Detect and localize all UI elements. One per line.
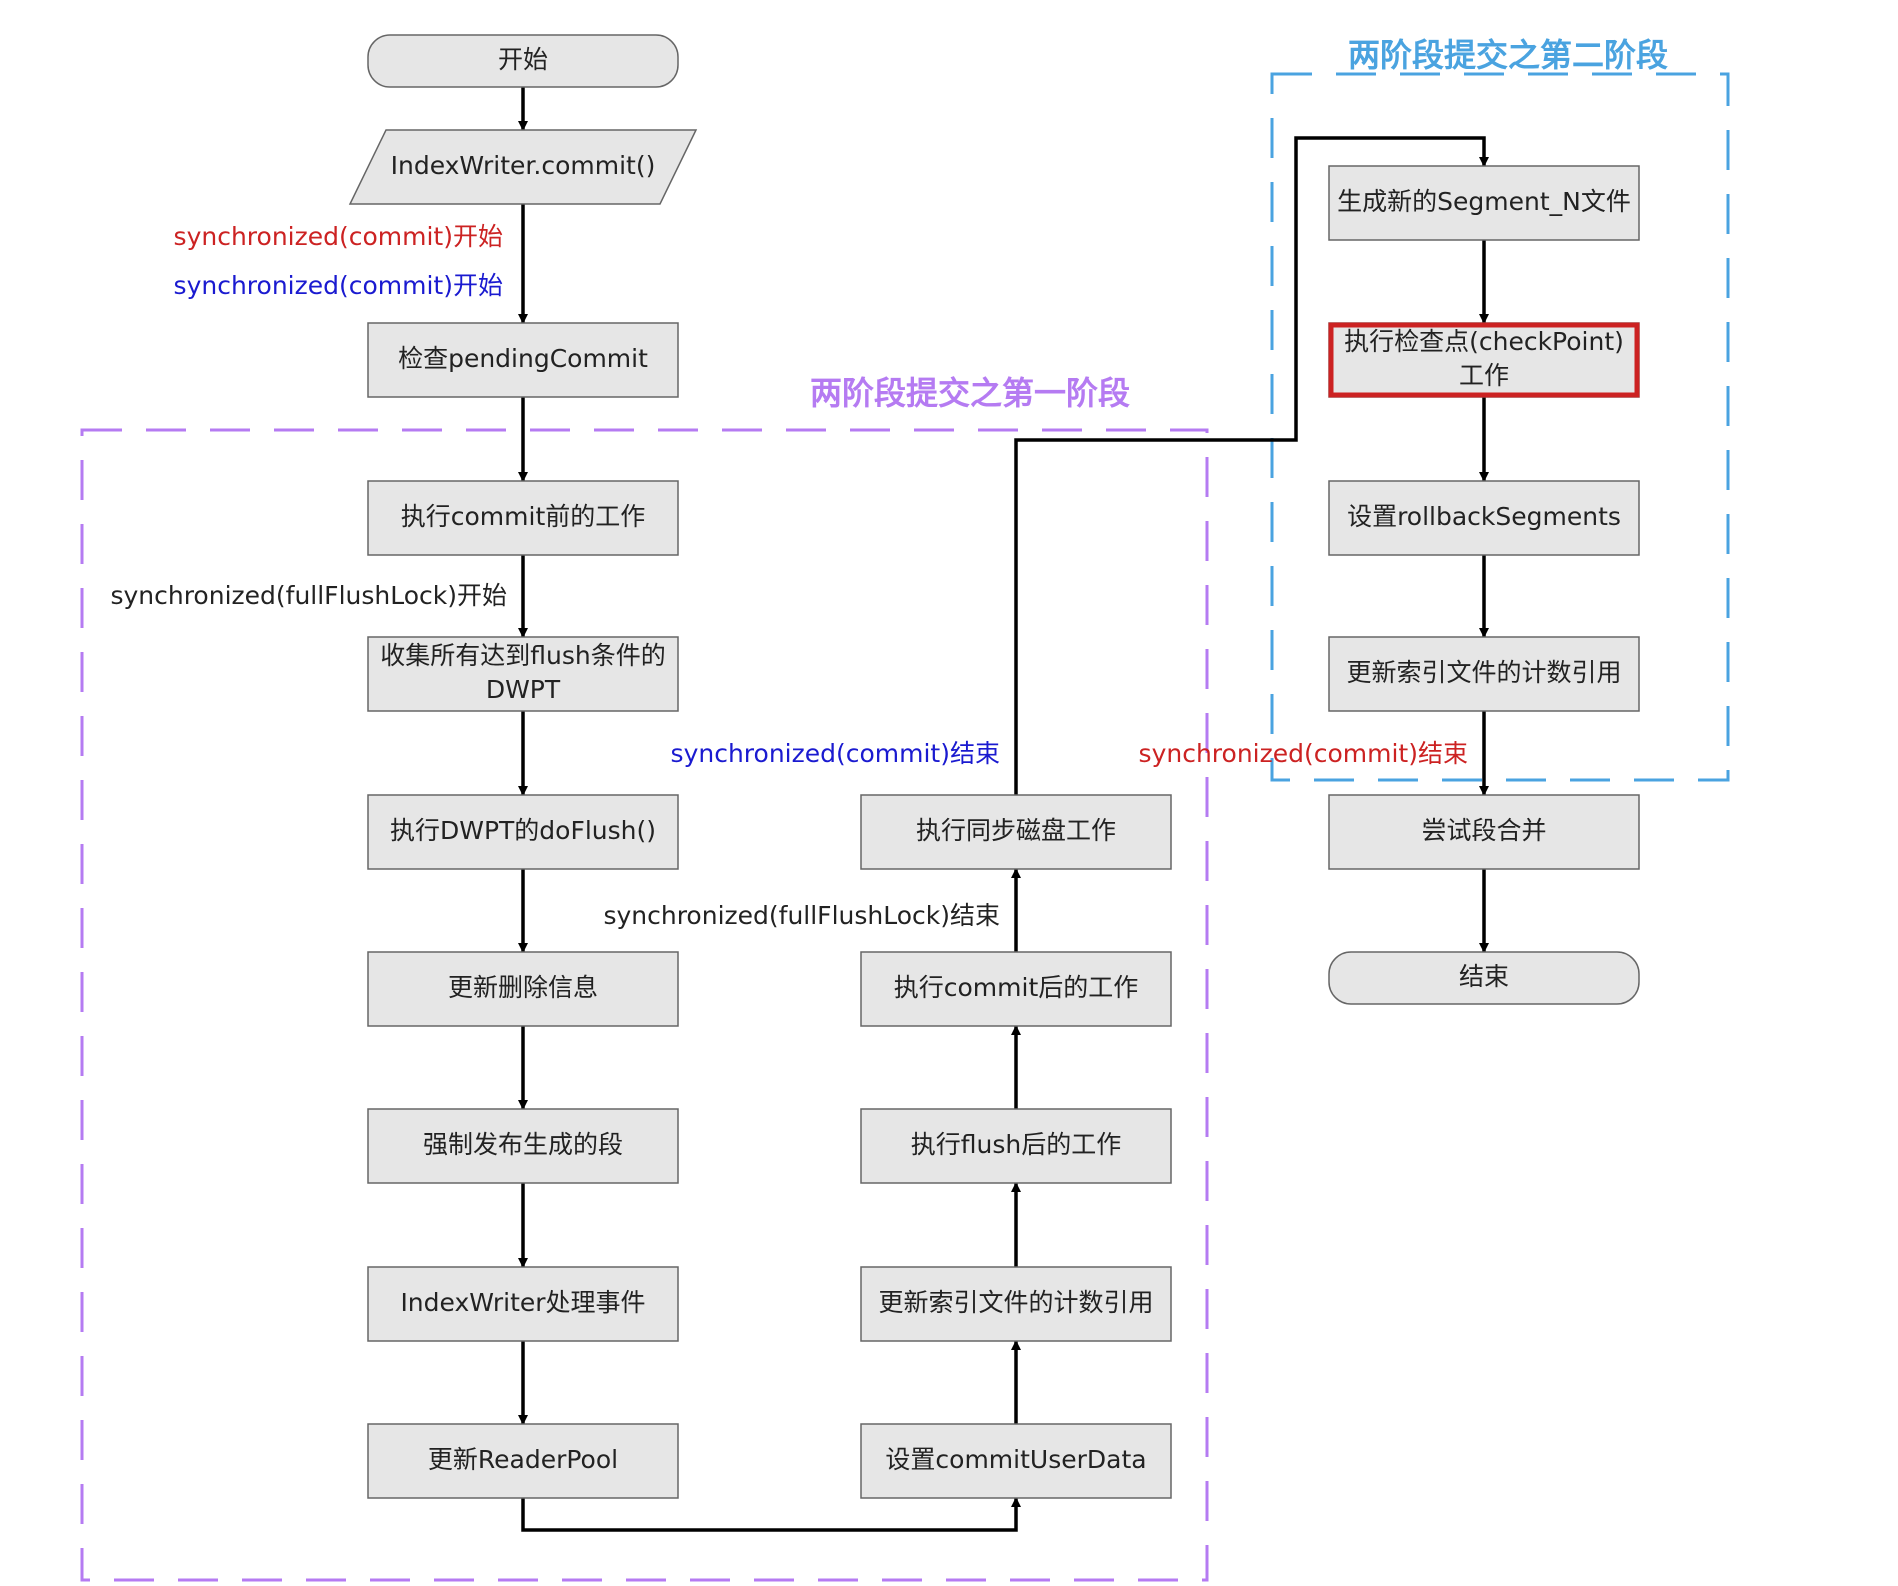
- node-shape-post-commit: [860, 951, 1172, 1027]
- node-do-flush: 执行DWPT的doFlush(): [367, 794, 679, 870]
- node-update-deletes: 更新删除信息: [367, 951, 679, 1027]
- node-label-update-refcount-1: 更新索引文件的计数引用: [878, 1288, 1153, 1317]
- node-label-try-merge: 尝试段合并: [1421, 816, 1546, 845]
- node-set-rollback: 设置rollbackSegments: [1328, 480, 1640, 556]
- node-label-post-commit: 执行commit后的工作: [894, 973, 1139, 1002]
- node-label-sync-disk: 执行同步磁盘工作: [916, 816, 1116, 845]
- node-set-userdata: 设置commitUserData: [860, 1423, 1172, 1499]
- node-publish-segments: 强制发布生成的段: [367, 1108, 679, 1184]
- node-checkpoint: 执行检查点(checkPoint)工作: [1328, 322, 1640, 398]
- node-shape-post-flush: [860, 1108, 1172, 1184]
- node-shape-gen-segment-n: [1328, 165, 1640, 241]
- node-shape-start: [367, 34, 679, 88]
- node-label-publish-segments: 强制发布生成的段: [423, 1130, 623, 1159]
- node-shape-do-flush: [367, 794, 679, 870]
- node-label-pre-commit: 执行commit前的工作: [401, 502, 646, 531]
- node-shape-publish-segments: [367, 1108, 679, 1184]
- node-pre-commit: 执行commit前的工作: [367, 480, 679, 556]
- node-label-do-flush: 执行DWPT的doFlush(): [390, 816, 656, 845]
- node-shape-process-events: [367, 1266, 679, 1342]
- node-update-refcount-1: 更新索引文件的计数引用: [860, 1266, 1172, 1342]
- node-update-readerpool: 更新ReaderPool: [367, 1423, 679, 1499]
- node-shape-set-userdata: [860, 1423, 1172, 1499]
- node-shape-sync-disk: [860, 794, 1172, 870]
- annotation-sync-commit-start-red: synchronized(commit)开始: [174, 222, 503, 251]
- annotation-sync-fullflush-end: synchronized(fullFlushLock)结束: [603, 901, 1000, 930]
- node-label-update-refcount-2: 更新索引文件的计数引用: [1346, 658, 1621, 687]
- node-shape-try-merge: [1328, 794, 1640, 870]
- node-shape-update-readerpool: [367, 1423, 679, 1499]
- node-label-process-events: IndexWriter处理事件: [400, 1288, 645, 1317]
- edge-update-readerpool-to-set-userdata: [521, 1497, 1021, 1532]
- group-title-phase2: 两阶段提交之第二阶段: [1348, 36, 1668, 74]
- highlight-border: [1328, 322, 1640, 398]
- node-label-post-flush: 执行flush后的工作: [911, 1130, 1121, 1159]
- node-label-gen-segment-n: 生成新的Segment_N文件: [1337, 187, 1631, 216]
- node-start: 开始: [367, 34, 679, 88]
- annotation-sync-commit-end-red: synchronized(commit)结束: [1139, 739, 1468, 768]
- group-box-phase2: [1270, 72, 1730, 782]
- node-label-update-readerpool: 更新ReaderPool: [428, 1445, 618, 1474]
- node-post-commit: 执行commit后的工作: [860, 951, 1172, 1027]
- node-shape-pre-commit: [367, 480, 679, 556]
- node-end: 结束: [1328, 951, 1640, 1005]
- node-update-refcount-2: 更新索引文件的计数引用: [1328, 636, 1640, 712]
- node-check-pending: 检查pendingCommit: [367, 322, 679, 398]
- annotation-sync-fullflush-start: synchronized(fullFlushLock)开始: [110, 581, 507, 610]
- node-process-events: IndexWriter处理事件: [367, 1266, 679, 1342]
- node-commit-call: IndexWriter.commit(): [348, 129, 698, 205]
- node-shape-update-refcount-1: [860, 1266, 1172, 1342]
- group-box-phase1: [80, 428, 1209, 1582]
- node-shape-checkpoint: [1328, 322, 1640, 398]
- node-label-check-pending: 检查pendingCommit: [398, 344, 648, 373]
- node-label-update-deletes: 更新删除信息: [448, 973, 598, 1002]
- node-shape-commit-call: [348, 129, 698, 205]
- node-label-commit-call: IndexWriter.commit(): [391, 151, 656, 180]
- node-sync-disk: 执行同步磁盘工作: [860, 794, 1172, 870]
- annotation-sync-commit-start-blue: synchronized(commit)开始: [174, 271, 503, 300]
- node-gen-segment-n: 生成新的Segment_N文件: [1328, 165, 1640, 241]
- node-label-set-rollback: 设置rollbackSegments: [1347, 502, 1621, 531]
- node-shape-collect-dwpt: [367, 636, 679, 712]
- node-label-set-userdata: 设置commitUserData: [885, 1445, 1146, 1474]
- group-title-phase1: 两阶段提交之第一阶段: [810, 374, 1130, 412]
- node-shape-check-pending: [367, 322, 679, 398]
- node-shape-set-rollback: [1328, 480, 1640, 556]
- node-shape-end: [1328, 951, 1640, 1005]
- node-post-flush: 执行flush后的工作: [860, 1108, 1172, 1184]
- annotation-sync-commit-end-blue: synchronized(commit)结束: [671, 739, 1000, 768]
- node-shape-update-refcount-2: [1328, 636, 1640, 712]
- edge-sync-disk-to-gen-segment-n: [1014, 136, 1489, 795]
- node-label-checkpoint: 执行检查点(checkPoint)工作: [1344, 327, 1624, 390]
- node-label-end: 结束: [1459, 962, 1509, 991]
- node-try-merge: 尝试段合并: [1328, 794, 1640, 870]
- node-shape-update-deletes: [367, 951, 679, 1027]
- node-label-start: 开始: [498, 45, 548, 74]
